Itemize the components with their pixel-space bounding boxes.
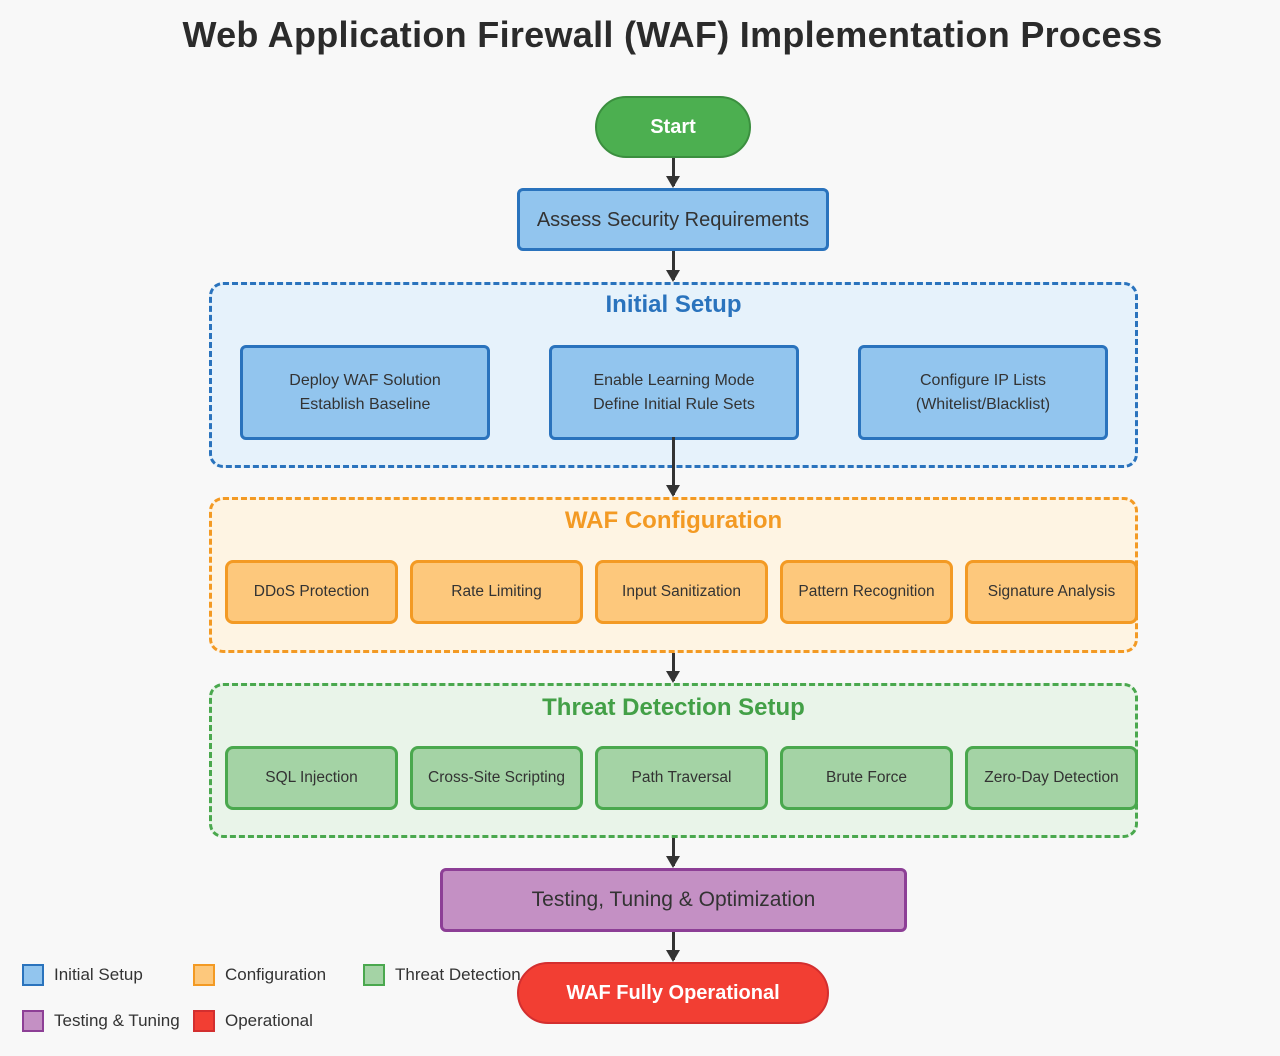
threat-item: Path Traversal xyxy=(595,746,768,810)
legend: Initial Setup Configuration Threat Detec… xyxy=(22,960,582,1050)
diagram-title: Web Application Firewall (WAF) Implement… xyxy=(182,14,1163,55)
legend-item-operational: Operational xyxy=(193,1010,313,1032)
legend-label: Threat Detection xyxy=(395,965,521,984)
legend-label: Testing & Tuning xyxy=(54,1011,180,1030)
testing-node: Testing, Tuning & Optimization xyxy=(440,868,907,932)
legend-swatch-threat xyxy=(363,964,385,986)
legend-item-testing: Testing & Tuning xyxy=(22,1010,180,1032)
deploy-waf-node: Deploy WAF Solution Establish Baseline xyxy=(240,345,490,440)
threat-item: Zero-Day Detection xyxy=(965,746,1138,810)
ip-lists-node: Configure IP Lists (Whitelist/Blacklist) xyxy=(858,345,1108,440)
legend-label: Operational xyxy=(225,1011,313,1030)
config-item: Pattern Recognition xyxy=(780,560,953,624)
threat-detection-group: Threat Detection Setup SQL Injection Cro… xyxy=(209,683,1138,838)
config-item: Input Sanitization xyxy=(595,560,768,624)
threat-item: Cross-Site Scripting xyxy=(410,746,583,810)
legend-item-initial: Initial Setup xyxy=(22,964,143,986)
legend-swatch-configuration xyxy=(193,964,215,986)
legend-label: Configuration xyxy=(225,965,327,984)
legend-label: Initial Setup xyxy=(54,965,143,984)
legend-swatch-testing xyxy=(22,1010,44,1032)
arrow-start-to-assess xyxy=(666,158,680,188)
learning-mode-node: Enable Learning Mode Define Initial Rule… xyxy=(549,345,799,440)
initial-setup-group: Initial Setup Deploy WAF Solution Establ… xyxy=(209,282,1138,468)
end-node: WAF Fully Operational xyxy=(517,962,829,1024)
threat-item: SQL Injection xyxy=(225,746,398,810)
threat-item: Brute Force xyxy=(780,746,953,810)
arrow-testing-to-end xyxy=(666,932,680,962)
arrow-config-to-threat xyxy=(666,653,680,683)
arrow-initial-to-config xyxy=(666,437,680,497)
legend-item-threat: Threat Detection xyxy=(363,964,521,986)
threat-detection-title: Threat Detection Setup xyxy=(542,694,805,721)
waf-configuration-title: WAF Configuration xyxy=(564,507,783,534)
config-item: Rate Limiting xyxy=(410,560,583,624)
assess-requirements-node: Assess Security Requirements xyxy=(517,188,829,251)
legend-item-configuration: Configuration xyxy=(193,964,326,986)
arrow-assess-to-initial xyxy=(666,251,680,282)
start-node: Start xyxy=(595,96,751,158)
config-item: DDoS Protection xyxy=(225,560,398,624)
initial-setup-title: Initial Setup xyxy=(605,291,742,318)
legend-swatch-operational xyxy=(193,1010,215,1032)
config-item: Signature Analysis xyxy=(965,560,1138,624)
waf-configuration-group: WAF Configuration DDoS Protection Rate L… xyxy=(209,497,1138,653)
arrow-threat-to-testing xyxy=(666,838,680,868)
legend-swatch-initial xyxy=(22,964,44,986)
